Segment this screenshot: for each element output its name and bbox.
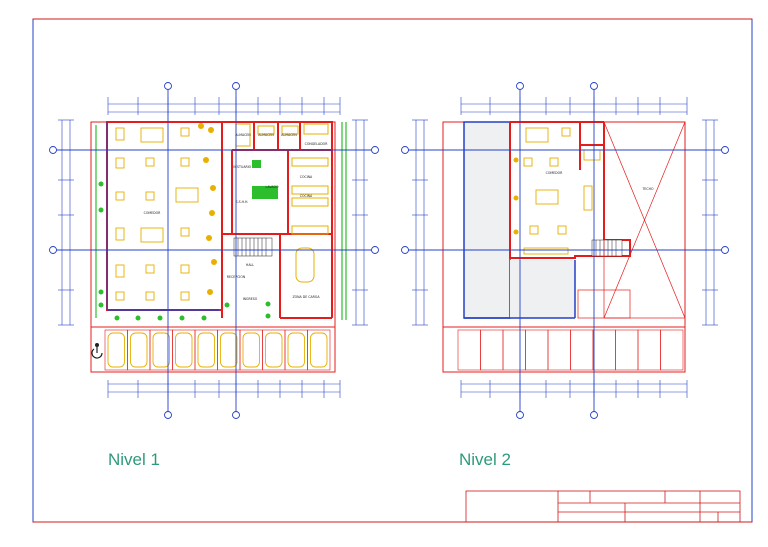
room-label: COMEDOR — [546, 171, 563, 175]
plan1-kitchen-counters — [235, 123, 329, 235]
parked-car — [152, 332, 170, 368]
parked-car — [130, 332, 148, 368]
plan2-bottom-dimensions — [460, 380, 688, 398]
parking-stall — [502, 329, 526, 371]
sheet-frame — [32, 18, 753, 523]
parked-car — [265, 332, 283, 368]
title-block — [465, 490, 741, 523]
plan2-top-dimensions — [460, 97, 688, 115]
room-label: COCINA — [300, 194, 313, 198]
room-label: ALMACEN — [235, 133, 251, 137]
parking-stall — [525, 329, 549, 371]
parked-car — [107, 332, 125, 368]
plan2-axis-bubbles — [401, 82, 729, 419]
plan1-kitchen-walls — [221, 121, 333, 319]
plan1-parking-band — [90, 326, 336, 373]
level-2-title: Nivel 2 — [459, 450, 511, 469]
plan1-loading-truck — [295, 247, 315, 283]
plan2-parking — [457, 329, 684, 371]
plan1-hedges — [95, 122, 347, 320]
plan-level-1: COMEDOR ALMACEN ALMACEN ALMACEN CONGELAD… — [49, 82, 379, 419]
parking-stall — [547, 329, 571, 371]
plan2-room-labels: COMEDOR TECHO — [546, 171, 654, 191]
parking-stall — [615, 329, 639, 371]
plan1-shrubs — [98, 181, 271, 321]
plan1-parking — [104, 329, 331, 371]
room-label: INGRESO — [243, 297, 258, 301]
parking-stall — [637, 329, 661, 371]
parked-car — [287, 332, 305, 368]
plan1-sink — [252, 160, 261, 168]
plan1-axis-lines — [56, 88, 372, 412]
room-label: COCINA — [300, 175, 313, 179]
room-label: HALL — [246, 263, 254, 267]
parking-stall — [457, 329, 481, 371]
room-label: ALMACEN — [281, 133, 297, 137]
parking-stall — [307, 329, 331, 371]
plan1-axis-bubbles — [49, 82, 379, 419]
plan1-stairs — [233, 237, 273, 257]
plan1-plants — [198, 123, 217, 295]
parking-stall — [570, 329, 594, 371]
parked-car — [175, 332, 193, 368]
plan2-dining-furniture — [523, 127, 601, 255]
plan2-void-bottom — [510, 260, 575, 318]
parking-stall — [660, 329, 684, 371]
level-1-title: Nivel 1 — [108, 450, 160, 469]
wheelchair-icon — [91, 343, 103, 359]
parked-car — [220, 332, 238, 368]
room-label: VESTUARIO — [233, 165, 252, 169]
plan1-side-dimensions — [58, 119, 368, 326]
room-label: ALMACEN — [258, 133, 274, 137]
plan2-stairs — [591, 239, 623, 257]
plan1-washing-area — [252, 186, 278, 199]
plan-level-2: COMEDOR TECHO — [401, 82, 729, 419]
plan1-dining-furniture — [115, 127, 199, 301]
room-label: ZONA DE CARGA — [292, 295, 320, 299]
parking-stall — [592, 329, 616, 371]
plan2-plants — [513, 157, 519, 235]
room-label: LAVADO — [266, 185, 279, 189]
plan1-top-dimensions — [107, 97, 341, 115]
room-label: S.S.H.H. — [236, 200, 249, 204]
plan2-void-left — [463, 121, 511, 319]
plan1-bottom-dimensions — [107, 380, 341, 398]
room-label: TECHO — [641, 187, 654, 191]
parked-car — [197, 332, 215, 368]
room-label: COMEDOR — [144, 211, 161, 215]
parked-car — [310, 332, 328, 368]
parking-stall — [480, 329, 504, 371]
plan2-parking-band — [442, 326, 686, 373]
parked-car — [242, 332, 260, 368]
plan2-roof — [577, 121, 686, 319]
room-label: CONGELADOR — [305, 142, 329, 146]
plan2-axis-lines — [408, 88, 722, 412]
